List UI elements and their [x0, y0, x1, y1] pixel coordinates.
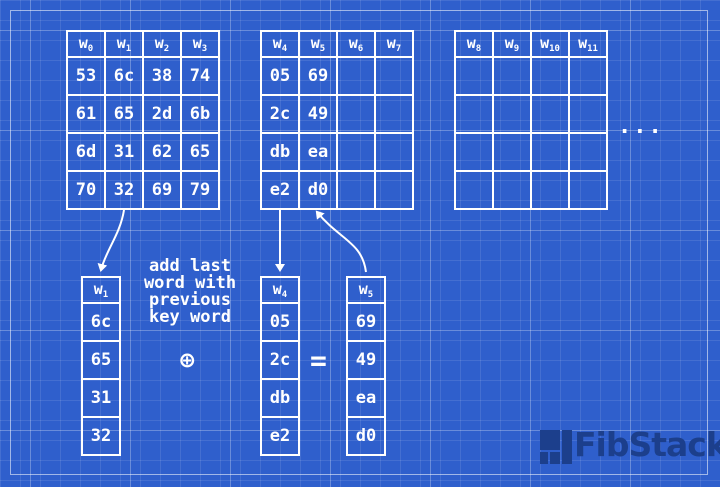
key-byte — [568, 132, 608, 172]
key-byte — [374, 132, 414, 172]
key-byte — [454, 132, 494, 172]
word-header: w3 — [180, 30, 220, 58]
key-byte — [336, 94, 376, 134]
key-byte: 53 — [66, 56, 106, 96]
word-header: w4 — [260, 276, 300, 304]
word-byte: 31 — [81, 378, 121, 418]
word-header: w5 — [346, 276, 386, 304]
key-byte — [492, 132, 532, 172]
fibstack-logo-mark-icon — [540, 430, 572, 464]
key-byte — [454, 170, 494, 210]
arrow-w1-down — [97, 209, 125, 272]
key-byte — [492, 170, 532, 210]
key-byte — [568, 56, 608, 96]
note-line: previous — [149, 290, 231, 310]
key-byte: 05 — [260, 56, 300, 96]
equals-operator: = — [310, 344, 327, 377]
key-byte: 65 — [104, 94, 144, 134]
key-block-w8-w11: w8 w9 w10 w11 — [454, 30, 608, 210]
word-header: w6 — [336, 30, 376, 58]
key-byte: 6c — [104, 56, 144, 96]
key-byte — [530, 132, 570, 172]
word-byte: db — [260, 378, 300, 418]
key-byte: 31 — [104, 132, 144, 172]
key-byte: 74 — [180, 56, 220, 96]
word-header: w4 — [260, 30, 300, 58]
word-byte: 6c — [81, 302, 121, 342]
key-byte: 2d — [142, 94, 182, 134]
word-byte: e2 — [260, 416, 300, 456]
key-byte — [530, 94, 570, 134]
arrow-w5-up — [315, 210, 367, 273]
key-byte: 2c — [260, 94, 300, 134]
note-line: key word — [149, 307, 231, 327]
note-line: add last — [149, 256, 231, 276]
word-header: w8 — [454, 30, 494, 58]
key-byte: 38 — [142, 56, 182, 96]
word-header: w5 — [298, 30, 338, 58]
key-byte — [374, 170, 414, 210]
key-byte: 6d — [66, 132, 106, 172]
operation-note: add last word with previous key word — [128, 258, 252, 326]
word-column-w5: w5 69 49 ea d0 — [346, 276, 386, 456]
key-byte — [568, 170, 608, 210]
key-byte — [454, 94, 494, 134]
word-byte: ea — [346, 378, 386, 418]
key-byte: 49 — [298, 94, 338, 134]
key-byte: 32 — [104, 170, 144, 210]
key-byte — [336, 170, 376, 210]
key-byte: d0 — [298, 170, 338, 210]
key-byte — [374, 94, 414, 134]
key-byte — [492, 94, 532, 134]
continuation-ellipsis: ... — [618, 114, 664, 139]
key-byte: 69 — [142, 170, 182, 210]
key-byte — [374, 56, 414, 96]
key-byte: 65 — [180, 132, 220, 172]
key-byte — [530, 56, 570, 96]
key-byte: ea — [298, 132, 338, 172]
word-header: w1 — [104, 30, 144, 58]
word-header: w11 — [568, 30, 608, 58]
key-byte — [336, 56, 376, 96]
key-byte: 79 — [180, 170, 220, 210]
key-byte — [492, 56, 532, 96]
logo-wordmark: FibStack — [574, 425, 720, 464]
word-byte: 65 — [81, 340, 121, 380]
key-byte: db — [260, 132, 300, 172]
word-header: w2 — [142, 30, 182, 58]
word-byte: 69 — [346, 302, 386, 342]
xor-operator: ⊕ — [180, 346, 195, 374]
key-byte: 61 — [66, 94, 106, 134]
word-column-w4: w4 05 2c db e2 — [260, 276, 300, 456]
key-byte: 6b — [180, 94, 220, 134]
word-header: w0 — [66, 30, 106, 58]
word-byte: d0 — [346, 416, 386, 456]
key-byte — [336, 132, 376, 172]
key-byte: 70 — [66, 170, 106, 210]
word-header: w7 — [374, 30, 414, 58]
word-byte: 32 — [81, 416, 121, 456]
key-byte: 69 — [298, 56, 338, 96]
word-byte: 05 — [260, 302, 300, 342]
key-byte: 62 — [142, 132, 182, 172]
key-byte — [530, 170, 570, 210]
word-header: w10 — [530, 30, 570, 58]
word-column-w1: w1 6c 65 31 32 — [81, 276, 121, 456]
key-byte — [568, 94, 608, 134]
word-byte: 49 — [346, 340, 386, 380]
key-byte: e2 — [260, 170, 300, 210]
note-line: word with — [143, 273, 237, 293]
word-header: w9 — [492, 30, 532, 58]
word-header: w1 — [81, 276, 121, 304]
key-byte — [454, 56, 494, 96]
blueprint-frame — [10, 10, 708, 475]
word-byte: 2c — [260, 340, 300, 380]
